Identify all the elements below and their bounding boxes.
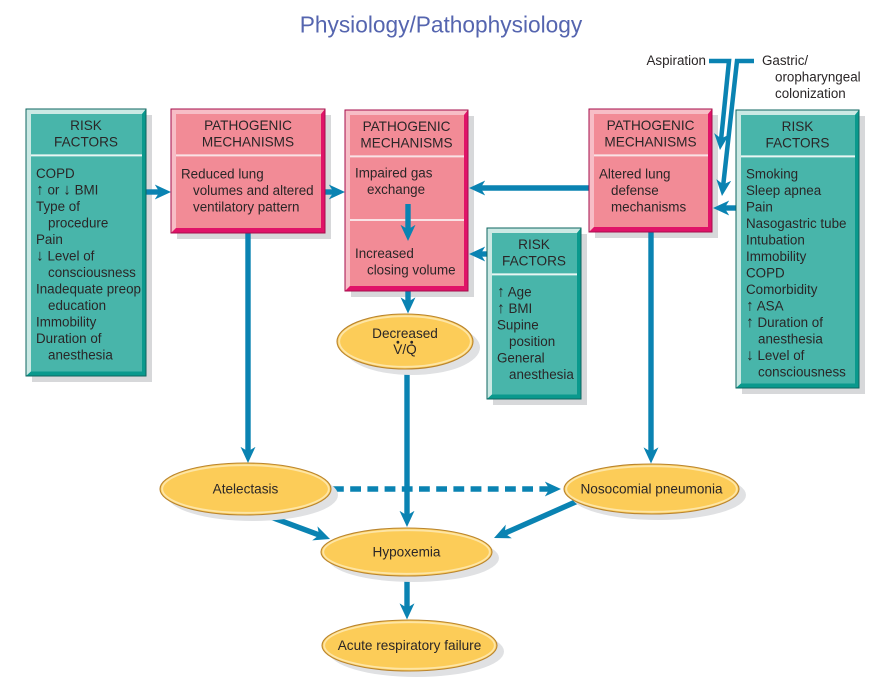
svg-text:RISK: RISK [782,119,814,134]
svg-text:Sleep apnea: Sleep apnea [746,183,822,198]
svg-text:↑ Age: ↑ Age [497,284,532,301]
svg-text:COPD: COPD [746,266,785,281]
svg-text:PATHOGENIC: PATHOGENIC [204,118,292,133]
svg-text:closing volume: closing volume [367,263,456,278]
svg-text:anesthesia: anesthesia [509,367,574,382]
svg-text:MECHANISMS: MECHANISMS [360,135,452,150]
svg-text:exchange: exchange [367,182,425,197]
svg-text:Immobility: Immobility [746,249,807,264]
svg-text:Decreased: Decreased [372,326,438,341]
svg-text:Hypoxemia: Hypoxemia [373,545,441,560]
svg-text:mechanisms: mechanisms [611,199,686,214]
svg-text:anesthesia: anesthesia [758,332,823,347]
svg-text:oropharyngeal: oropharyngeal [775,70,861,85]
svg-text:defense: defense [611,183,659,198]
svg-text:COPD: COPD [36,166,75,181]
svg-text:Comorbidity: Comorbidity [746,282,818,297]
svg-text:Pain: Pain [746,200,773,215]
svg-text:Immobility: Immobility [36,315,97,330]
svg-text:↓ Level of: ↓ Level of [746,347,805,364]
svg-text:Physiology/Pathophysiology: Physiology/Pathophysiology [300,12,583,38]
svg-text:Smoking: Smoking [746,167,798,182]
svg-text:Pain: Pain [36,232,63,247]
svg-text:↑ BMI: ↑ BMI [497,300,532,317]
svg-text:Type of: Type of [36,199,80,214]
svg-text:Supine: Supine [497,318,539,333]
svg-text:FACTORS: FACTORS [766,135,830,150]
svg-text:education: education [48,298,106,313]
svg-text:RISK: RISK [70,118,102,133]
svg-text:Aspiration: Aspiration [646,53,706,68]
svg-text:Increased: Increased [355,246,414,261]
svg-text:Gastric/: Gastric/ [762,53,808,68]
svg-text:position: position [509,334,555,349]
svg-text:PATHOGENIC: PATHOGENIC [363,119,451,134]
svg-text:procedure: procedure [48,216,108,231]
svg-text:General: General [497,351,545,366]
svg-text:Inadequate preop: Inadequate preop [36,282,141,297]
svg-text:PATHOGENIC: PATHOGENIC [607,118,695,133]
svg-text:Intubation: Intubation [746,233,805,248]
svg-text:MECHANISMS: MECHANISMS [202,134,294,149]
svg-text:Altered lung: Altered lung [599,166,670,181]
svg-text:consciousness: consciousness [48,265,136,280]
svg-text:Acute respiratory failure: Acute respiratory failure [338,638,482,653]
svg-text:ventilatory pattern: ventilatory pattern [193,199,299,214]
svg-text:consciousness: consciousness [758,365,846,380]
svg-text:colonization: colonization [775,86,846,101]
svg-text:↑ ASA: ↑ ASA [746,298,784,315]
svg-text:Nasogastric tube: Nasogastric tube [746,216,846,231]
svg-text:FACTORS: FACTORS [502,253,566,268]
svg-text:RISK: RISK [518,237,550,252]
svg-text:Impaired gas: Impaired gas [355,166,433,181]
svg-text:Reduced lung: Reduced lung [181,166,264,181]
svg-text:Atelectasis: Atelectasis [213,482,279,497]
svg-text:MECHANISMS: MECHANISMS [604,134,696,149]
svg-text:volumes and altered: volumes and altered [193,183,314,198]
svg-text:V/Q: V/Q [393,342,416,357]
svg-text:↑ or ↓ BMI: ↑ or ↓ BMI [36,182,98,199]
svg-text:anesthesia: anesthesia [48,348,113,363]
svg-text:↓ Level of: ↓ Level of [36,248,95,265]
svg-text:FACTORS: FACTORS [54,134,118,149]
svg-text:Nosocomial pneumonia: Nosocomial pneumonia [580,482,722,497]
svg-text:↑ Duration of: ↑ Duration of [746,314,823,331]
svg-text:Duration of: Duration of [36,331,102,346]
